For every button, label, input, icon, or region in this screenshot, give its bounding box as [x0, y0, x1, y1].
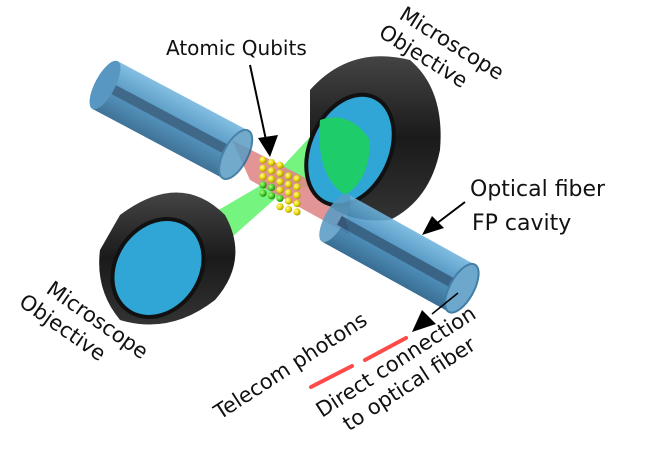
atom-qubit [276, 194, 284, 202]
atom-qubit [276, 203, 284, 211]
red-beam [232, 140, 350, 235]
atom-qubit [284, 172, 293, 180]
objective-upper-right [304, 56, 441, 221]
atom-qubit [284, 189, 293, 197]
telecom-photon-line [363, 336, 408, 362]
atom-qubit [267, 175, 276, 183]
atom-qubit [267, 159, 276, 167]
atom-qubit [293, 191, 301, 199]
atom-qubit [267, 192, 276, 200]
label-atomic-qubits: Atomic Qubits [166, 36, 307, 60]
objective-bottom-left [99, 192, 236, 325]
atom-qubit [284, 197, 293, 205]
atom-qubit [267, 183, 276, 192]
atom-qubit [259, 173, 267, 181]
atom-qubit [276, 186, 284, 194]
atom-qubit [276, 161, 284, 169]
atom-qubit [284, 180, 293, 188]
atom-qubit [293, 208, 301, 216]
atom-qubit [276, 178, 284, 186]
fiber-upper-left [89, 60, 254, 180]
arrow-direct-connection [412, 292, 459, 332]
atom-qubit [293, 183, 301, 191]
atom-qubit [267, 167, 276, 175]
atom-qubit [259, 164, 267, 172]
lens-bottom-left [110, 217, 206, 319]
label-fp-cavity: FP cavity [472, 211, 571, 236]
label-optical-fiber: Optical fiber [470, 177, 606, 202]
atom-qubit [259, 181, 267, 189]
atom-qubit [259, 156, 267, 164]
arrow-fiber-cavity [422, 201, 466, 235]
atom-qubit [293, 175, 301, 183]
atom-qubit [276, 169, 284, 178]
atom-qubit [293, 200, 301, 208]
arrow-atomic-qubits [249, 64, 278, 157]
atomic-qubit-array [259, 156, 301, 216]
telecom-photon-line [309, 364, 354, 389]
atom-qubit [259, 189, 267, 197]
fiber-lower-right [319, 193, 480, 314]
atom-qubit [284, 205, 293, 213]
